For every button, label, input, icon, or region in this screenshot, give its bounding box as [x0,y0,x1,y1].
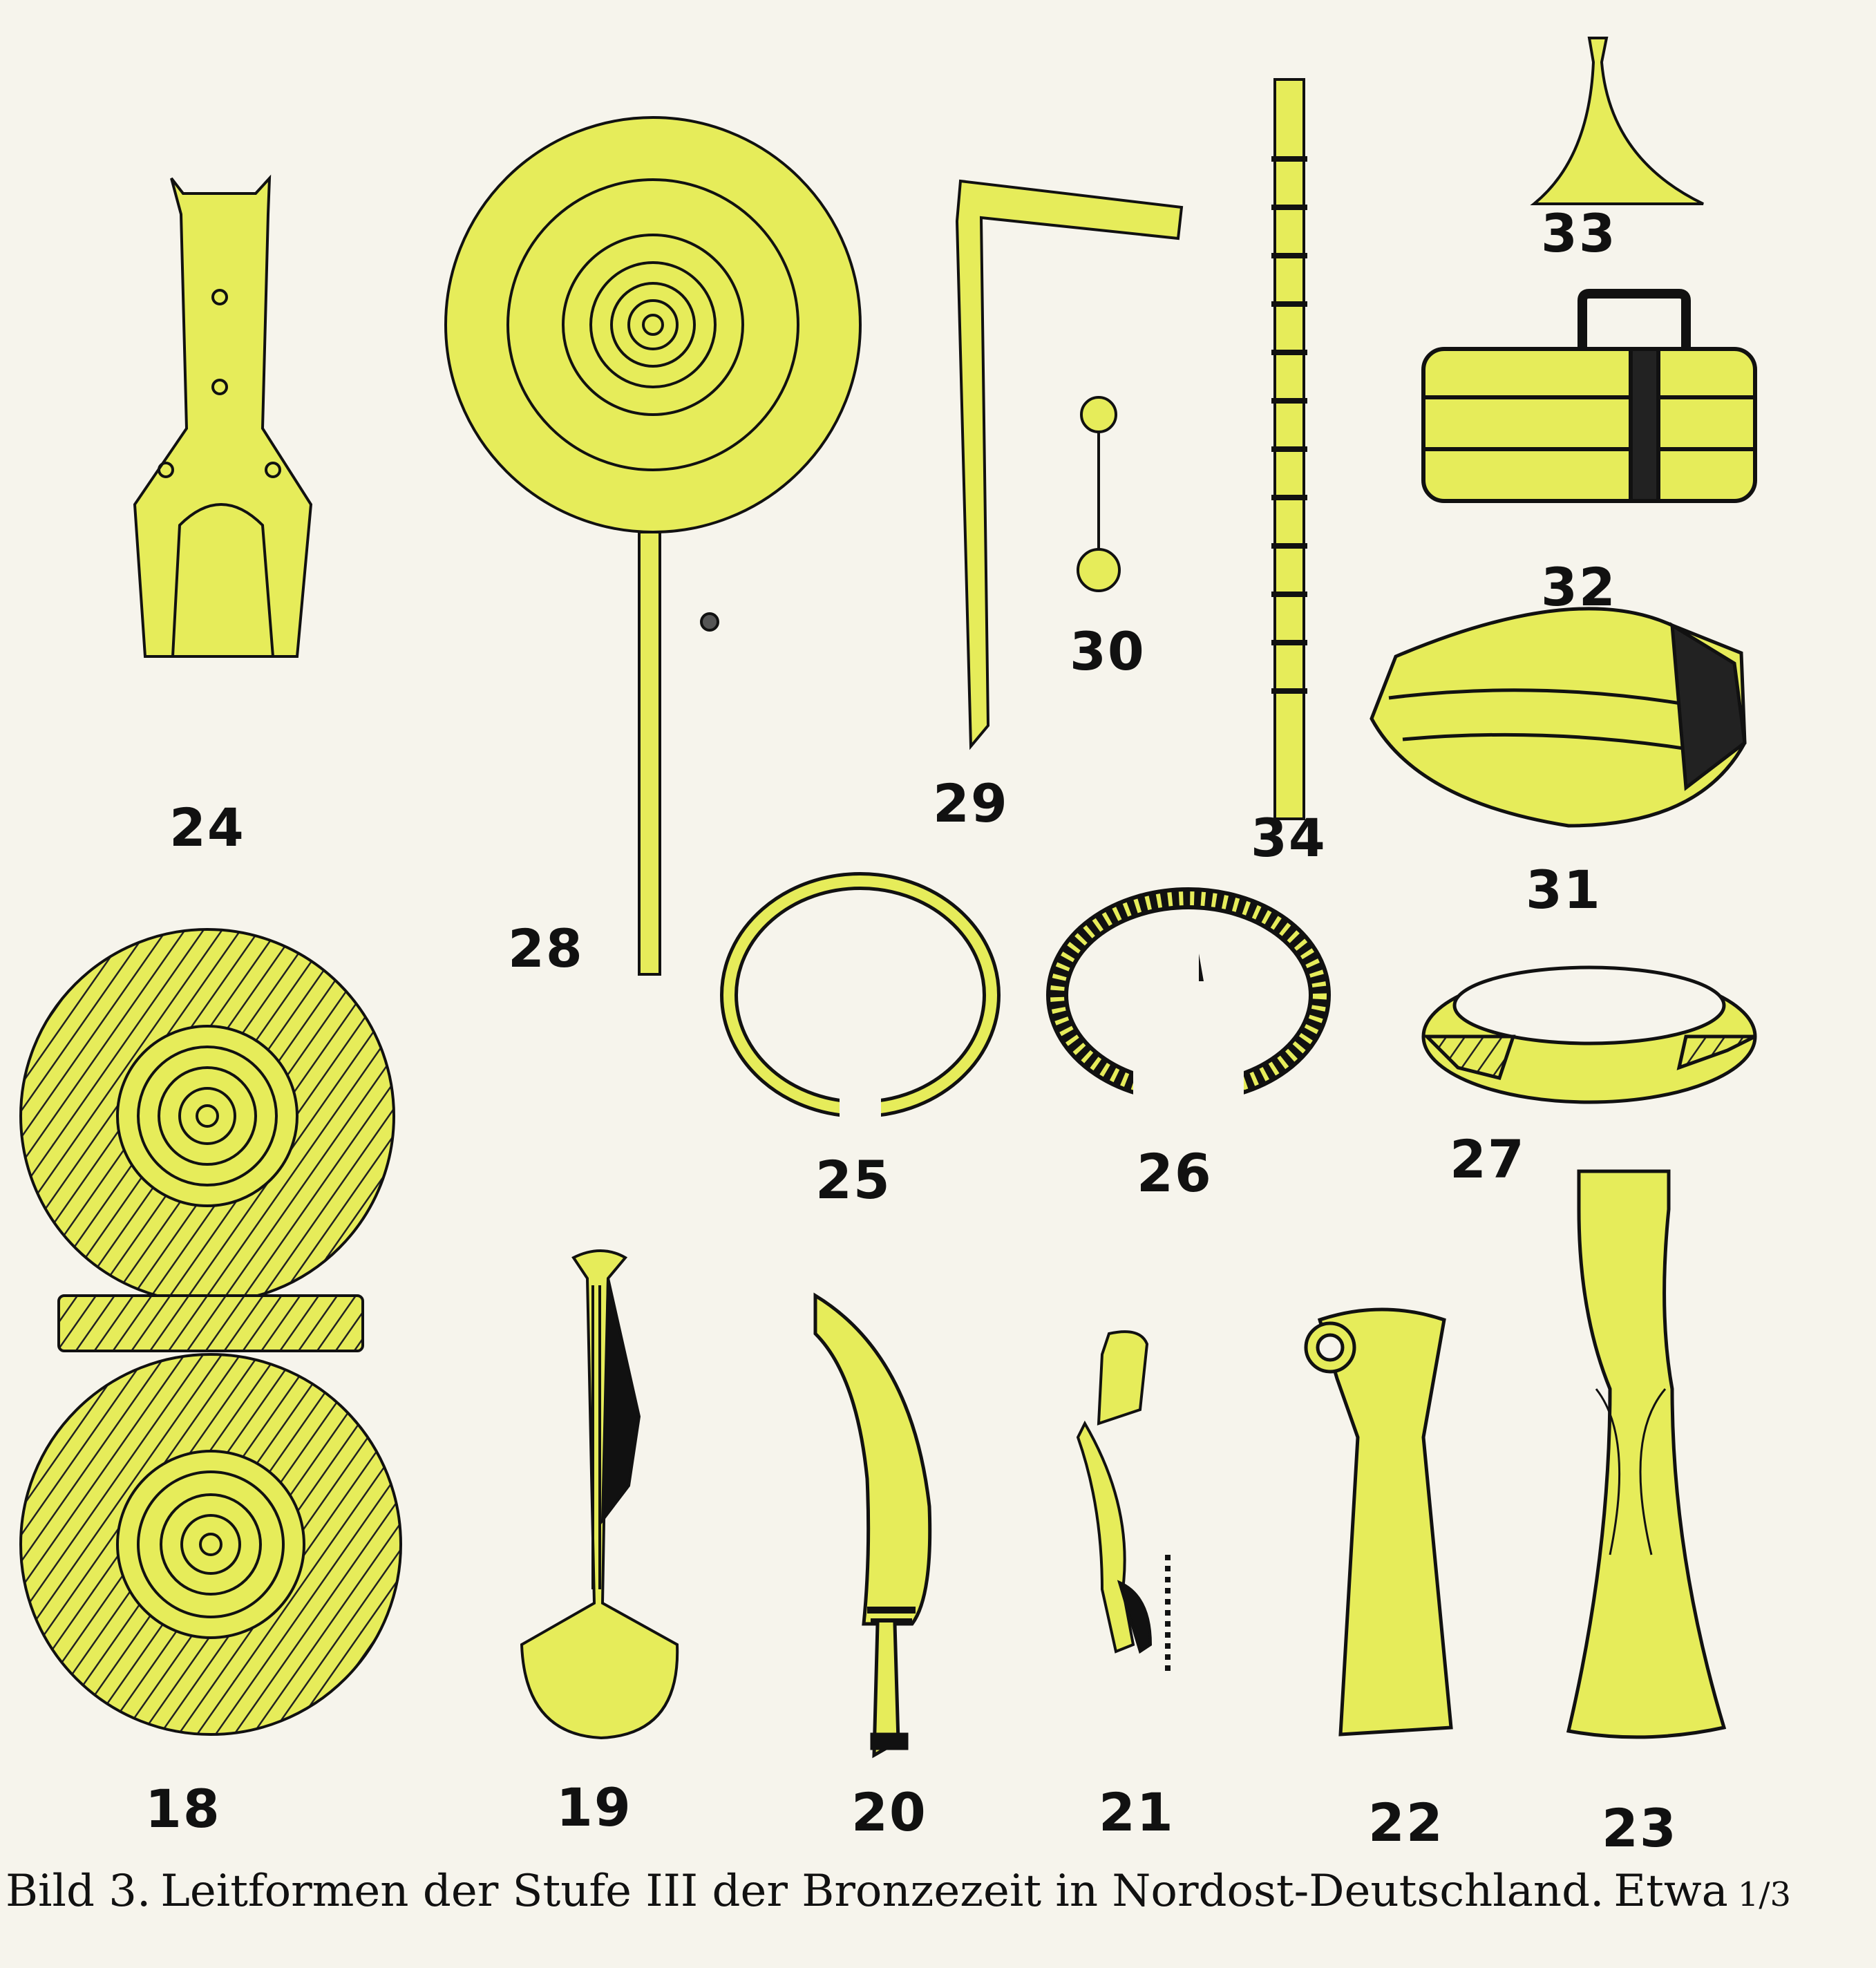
caption-scale-fraction: 1/3 [1737,1875,1792,1914]
figure-number-20: 20 [851,1781,927,1843]
artifact-28-spiral-disc-pin [444,116,862,976]
artifact-25-bracelet [720,872,1001,1119]
caption-text: Leitformen der Stufe III der Bronzezeit … [160,1866,1604,1917]
artifact-19-axe [520,1249,679,1740]
figure-number-19: 19 [556,1777,632,1838]
artifact-30-small-pin [1077,396,1121,592]
artifact-21-fibula-fragment [1076,1330,1171,1672]
artifact-22-socketed-axe [1304,1307,1453,1737]
figure-number-33: 33 [1541,202,1617,264]
artifact-34-ribbed-pin [1271,78,1307,820]
artifact-20-knife [813,1292,932,1759]
artifact-24-dagger-hilt [133,174,313,658]
figure-number-29: 29 [933,773,1009,834]
figure-number-32: 32 [1541,556,1617,618]
artifact-29-bent-rod [955,179,1184,750]
artifact-31-collar [1370,607,1747,828]
figure-number-22: 22 [1368,1792,1444,1853]
caption-scale-word: Etwa [1613,1866,1728,1917]
figure-number-25: 25 [815,1149,891,1211]
artifact-23-flanged-axe [1566,1169,1727,1739]
figure-number-21: 21 [1099,1781,1175,1843]
figure-number-31: 31 [1526,859,1602,920]
caption-label: Bild 3. [6,1866,151,1917]
caption: Bild 3.Leitformen der Stufe III der Bron… [6,1866,1871,1917]
figure-number-30: 30 [1070,621,1146,682]
figure-number-28: 28 [508,918,584,979]
figure-number-18: 18 [145,1778,221,1839]
artifact-18-spectacle-brooch [19,928,402,1736]
artifact-33-button [1530,37,1704,205]
artifact-26-ribbed-bracelet [1046,887,1331,1106]
figure-number-26: 26 [1137,1142,1213,1204]
figure-number-23: 23 [1602,1797,1678,1859]
figure-number-27: 27 [1450,1128,1526,1190]
figure-number-34: 34 [1251,807,1327,869]
artifact-27-ring [1421,965,1757,1104]
artifact-32-box [1421,289,1757,503]
figure-number-24: 24 [169,797,245,858]
